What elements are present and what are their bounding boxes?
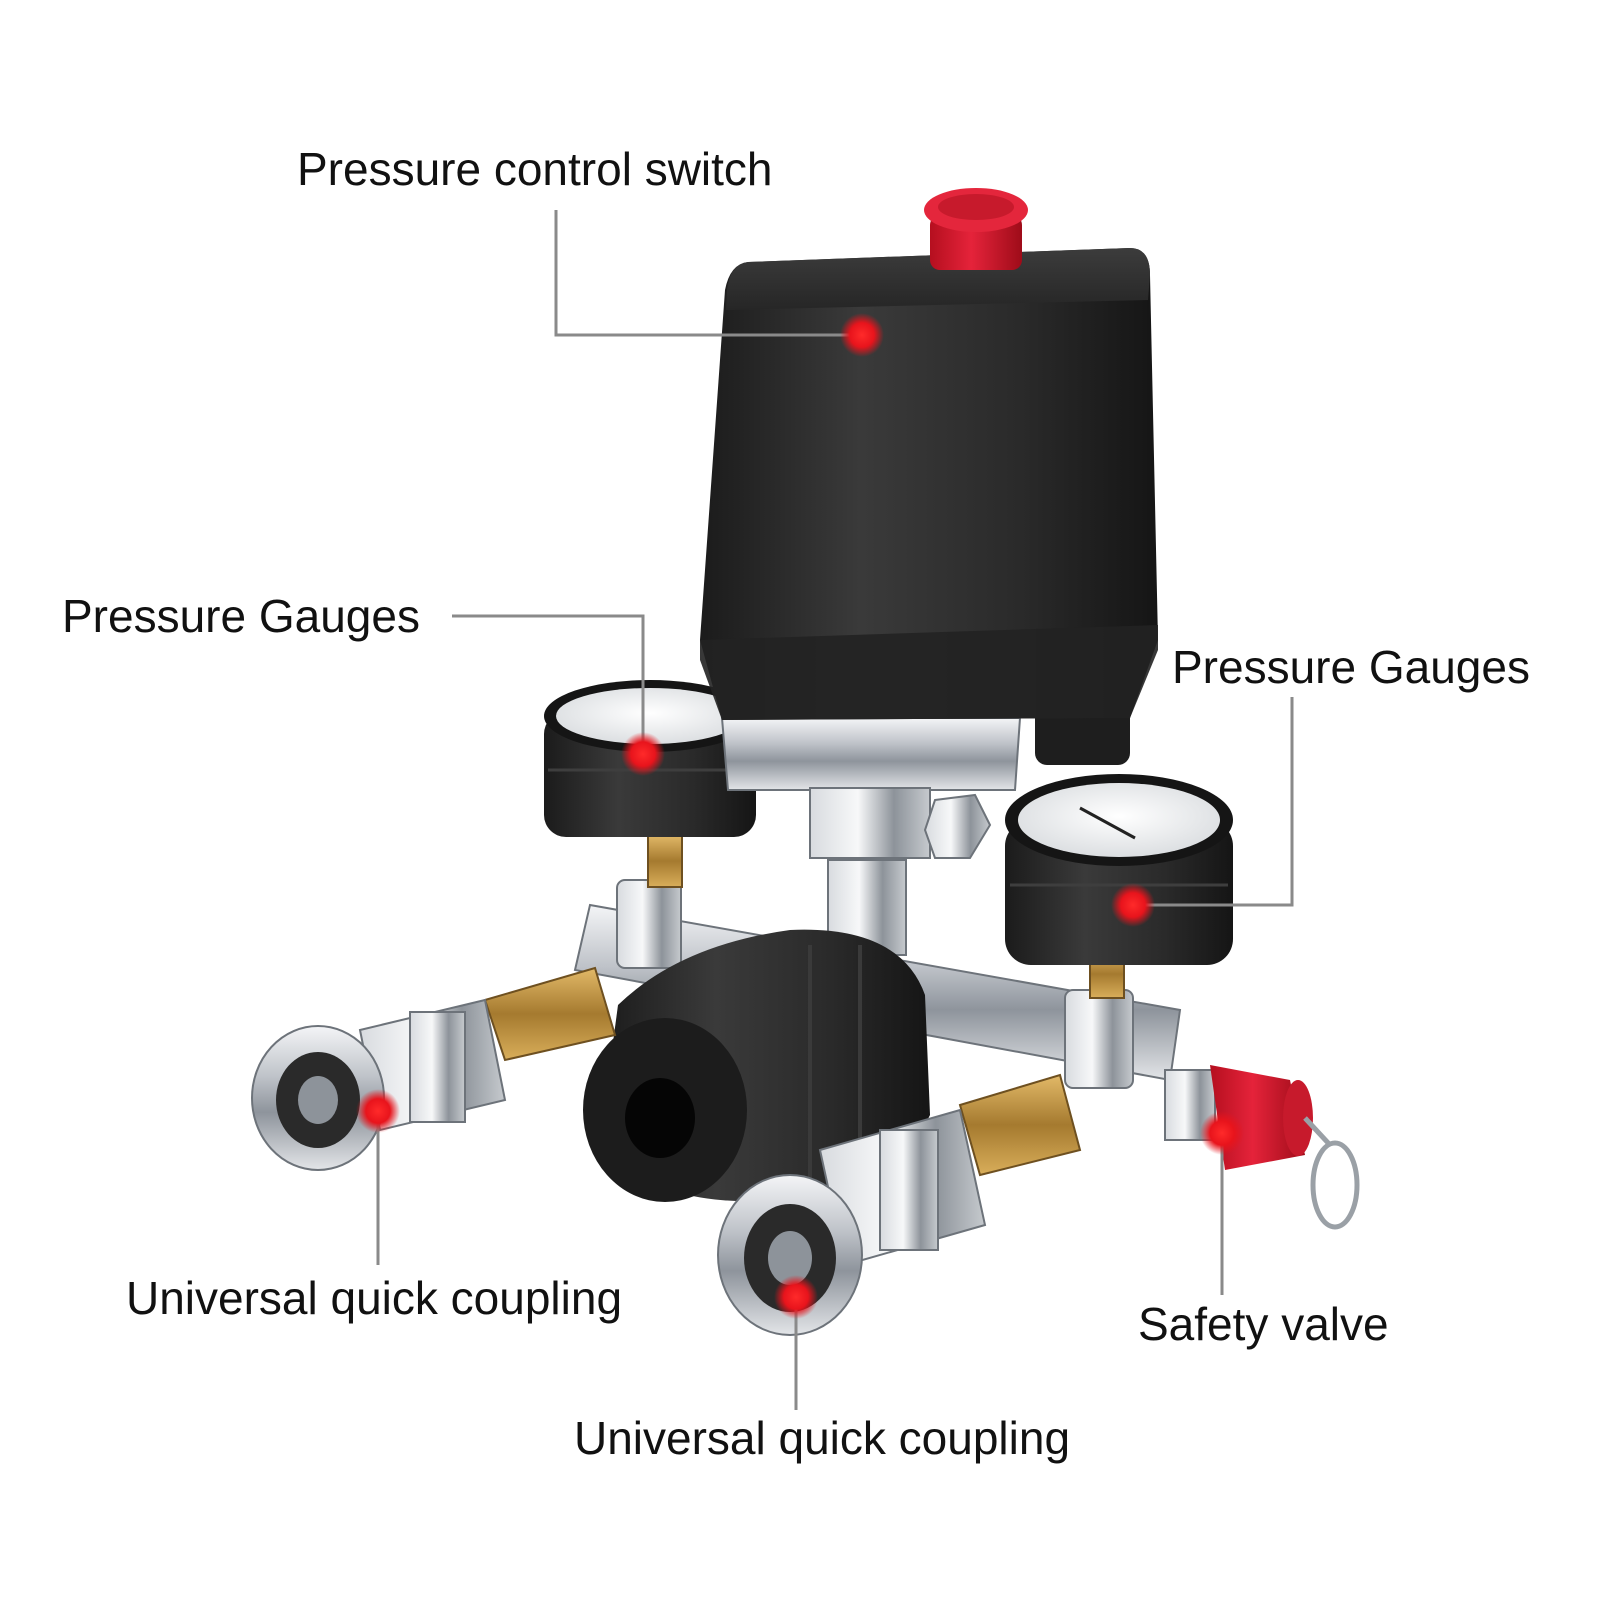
marker-dot-coupling-bottom bbox=[774, 1275, 818, 1319]
leader-line-switch bbox=[554, 210, 862, 337]
label-pressure-control-switch: Pressure control switch bbox=[297, 143, 773, 195]
marker-dots bbox=[356, 313, 1244, 1319]
label-pressure-gauges-left: Pressure Gauges bbox=[62, 590, 420, 642]
marker-dot-switch bbox=[840, 313, 884, 357]
leader-line-gauge-left bbox=[452, 614, 645, 754]
quick-coupling-left bbox=[251, 966, 617, 1171]
leader-lines bbox=[376, 210, 1294, 1410]
marker-dot-gauge-right bbox=[1111, 883, 1155, 927]
label-safety-valve: Safety valve bbox=[1138, 1298, 1389, 1350]
label-pressure-gauges-right: Pressure Gauges bbox=[1172, 641, 1530, 693]
leader-line-gauge-right bbox=[1133, 697, 1294, 907]
pressure-control-switch bbox=[700, 188, 1158, 859]
marker-dot-coupling-left bbox=[356, 1089, 400, 1133]
regulator-knob bbox=[583, 929, 930, 1202]
label-universal-quick-coupling-bottom: Universal quick coupling bbox=[574, 1412, 1071, 1464]
label-universal-quick-coupling-left: Universal quick coupling bbox=[126, 1272, 623, 1324]
safety-valve bbox=[1164, 1065, 1360, 1230]
marker-dot-safety bbox=[1200, 1111, 1244, 1155]
marker-dot-gauge-left bbox=[621, 732, 665, 776]
pressure-gauge-right bbox=[1005, 774, 1233, 999]
